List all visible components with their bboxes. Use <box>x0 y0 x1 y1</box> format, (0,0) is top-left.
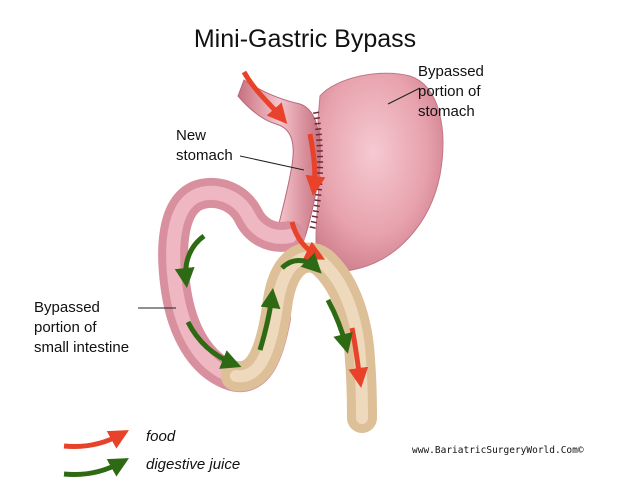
juice-arrows <box>174 233 353 369</box>
juice-arrow <box>325 298 353 354</box>
juice-arrow <box>280 252 322 274</box>
staple-line <box>309 111 324 231</box>
food-arrow <box>348 327 369 388</box>
legend-juice-arrow <box>63 458 129 477</box>
label-line: Bypassed <box>34 299 100 316</box>
label-line: stomach <box>418 103 475 120</box>
new-stomach-leader-line <box>239 155 305 171</box>
label-bypassed-intestine: Bypassed portion of small intestine <box>34 299 129 356</box>
juice-arrow <box>185 320 242 369</box>
food-arrow <box>305 133 326 196</box>
label-line: small intestine <box>34 339 129 356</box>
label-line: stomach <box>176 147 233 164</box>
page-title: Mini-Gastric Bypass <box>194 25 416 53</box>
label-line: New <box>176 127 206 144</box>
label-bypassed-stomach: Bypassed portion of stomach <box>418 63 488 120</box>
label-line: portion of <box>418 83 481 100</box>
label-line: Bypassed <box>418 63 484 80</box>
source-credit: www.BariatricSurgeryWorld.Com© <box>412 445 584 456</box>
legend-food-label: food <box>146 428 176 445</box>
juice-arrow <box>257 288 281 351</box>
stomach-leader-line <box>387 87 421 105</box>
label-new-stomach: New stomach <box>176 127 233 164</box>
label-line: portion of <box>34 319 97 336</box>
food-arrow <box>241 70 288 125</box>
legend-food-arrow <box>63 430 129 449</box>
legend: food digestive juice <box>63 428 240 477</box>
juice-arrow <box>174 233 206 288</box>
legend-juice-label: digestive juice <box>146 456 240 473</box>
